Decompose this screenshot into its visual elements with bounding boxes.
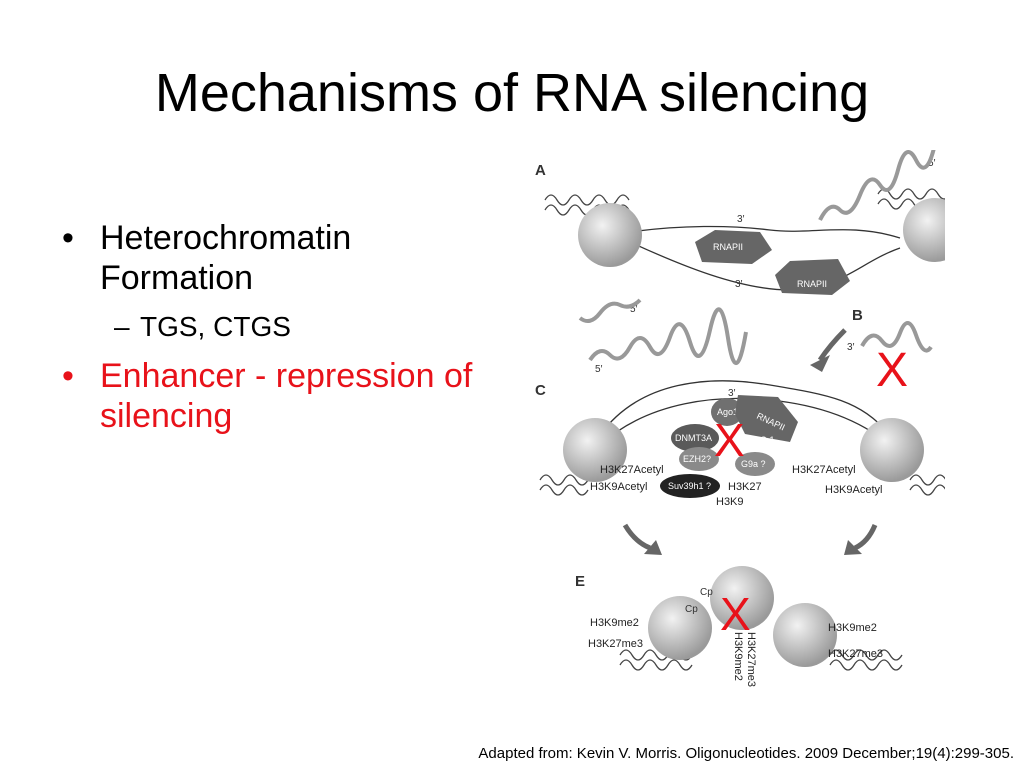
sub-bullet-tgs: – TGS, CTGS [62, 310, 512, 344]
cpg-label-1: Cp [700, 587, 713, 598]
rna-strand-a1 [818, 150, 936, 221]
mark-h3k9me2-vertical: H3K9me2 [732, 632, 744, 681]
nucleosome-e2 [710, 566, 774, 630]
mark-h3k27me3-left: H3K27me3 [588, 638, 643, 650]
panel-label-a: A [535, 162, 546, 179]
bullet-text: Heterochromatin Formation [100, 219, 352, 297]
nucleosome-e3 [773, 603, 837, 667]
rnapii-label-a1: RNAPII [713, 242, 743, 252]
ezh2-complex [679, 447, 719, 471]
sub-bullet-text: TGS, CTGS [140, 311, 291, 342]
ago1-label: Ago1 [717, 407, 738, 417]
end-3prime-a2: 3′ [735, 279, 743, 290]
end-3prime-c: 3′ [728, 388, 736, 399]
panel-label-e: E [575, 573, 585, 590]
mark-h3k9me2-right: H3K9me2 [828, 622, 877, 634]
arrowhead-a-to-c [810, 355, 830, 372]
mark-h3k27me3-right: H3K27me3 [828, 648, 883, 660]
mark-h3k9-center: H3K9 [716, 496, 744, 508]
red-x-mark-c: X [714, 414, 745, 466]
g9a-label: G9a ? [741, 459, 766, 469]
panel-label-b: B [852, 307, 863, 324]
nucleosome-a1 [578, 203, 642, 267]
mark-h3k27acetyl-right: H3K27Acetyl [792, 464, 856, 476]
arrowhead-c-to-e-left [644, 540, 662, 555]
end-5prime-a1: 5′ [928, 158, 936, 169]
rna-strand-c [588, 307, 748, 365]
dna-helix-e [619, 649, 903, 671]
suv39h1-complex [660, 474, 720, 498]
arrowhead-c-to-e-right [844, 540, 862, 555]
nucleosome-c2 [860, 418, 924, 482]
mark-h3k27acetyl-left: H3K27Acetyl [600, 464, 664, 476]
rna-silencing-figure: A 5′ 3′ 3′ 5′ RNAPII RNAPII B 3′ 5′ X C … [535, 150, 945, 687]
mark-h3k9acetyl-right: H3K9Acetyl [825, 484, 882, 496]
nucleosome-a2 [903, 198, 945, 262]
rna-strand-b [860, 321, 933, 353]
end-5prime-a2: 5′ [630, 304, 638, 315]
sub-bullet-marker: – [114, 311, 130, 342]
mark-h3k27-center: H3K27 [728, 481, 762, 493]
rnapii-complex-a1 [695, 230, 772, 264]
mark-h3k27me3-vertical: H3K27me3 [745, 632, 757, 687]
source-caption: Adapted from: Kevin V. Morris. Oligonucl… [478, 745, 1014, 762]
rnapii-complex-c [735, 395, 798, 442]
nucleosome-e1 [648, 596, 712, 660]
dnmt3a-label: DNMT3A [675, 433, 712, 443]
bullet-enhancer: • Enhancer - repression of silencing [62, 356, 512, 436]
bullet-marker: • [62, 357, 74, 395]
arrow-c-to-e-right [853, 524, 878, 551]
red-x-mark-b: X [876, 344, 908, 397]
arrow-a-to-c [817, 328, 847, 362]
c1-label: C-1 [760, 435, 775, 445]
arrow-c-to-e-left [622, 523, 652, 551]
bullet-heterochromatin: • Heterochromatin Formation [62, 218, 512, 298]
rna-strand-a2 [578, 298, 642, 324]
dnmt3a-complex [671, 424, 719, 452]
g9a-complex [735, 452, 775, 476]
rnapii-label-a2: RNAPII [797, 279, 827, 289]
slide-title: Mechanisms of RNA silencing [154, 63, 870, 123]
ago1-complex [711, 398, 743, 426]
suv39h1-label: Suv39h1 ? [668, 481, 711, 491]
end-3prime-b: 3′ [847, 342, 855, 353]
red-x-mark-e: X [720, 588, 751, 640]
rnapii-complex-a2 [775, 259, 850, 295]
end-5prime-c: 5′ [595, 364, 603, 375]
end-3prime-a1: 3′ [737, 214, 745, 225]
cpg-label-2: Cp [685, 604, 698, 615]
bullet-marker: • [62, 219, 74, 257]
nucleosome-c1 [563, 418, 627, 482]
panel-label-c: C [535, 382, 546, 399]
mark-h3k9me2-left: H3K9me2 [590, 617, 639, 629]
ezh2-label: EZH2? [683, 454, 711, 464]
mark-h3k9acetyl-left: H3K9Acetyl [590, 481, 647, 493]
bullet-text: Enhancer - repression of silencing [100, 357, 473, 435]
bullet-list: • Heterochromatin Formation – TGS, CTGS … [62, 218, 512, 436]
